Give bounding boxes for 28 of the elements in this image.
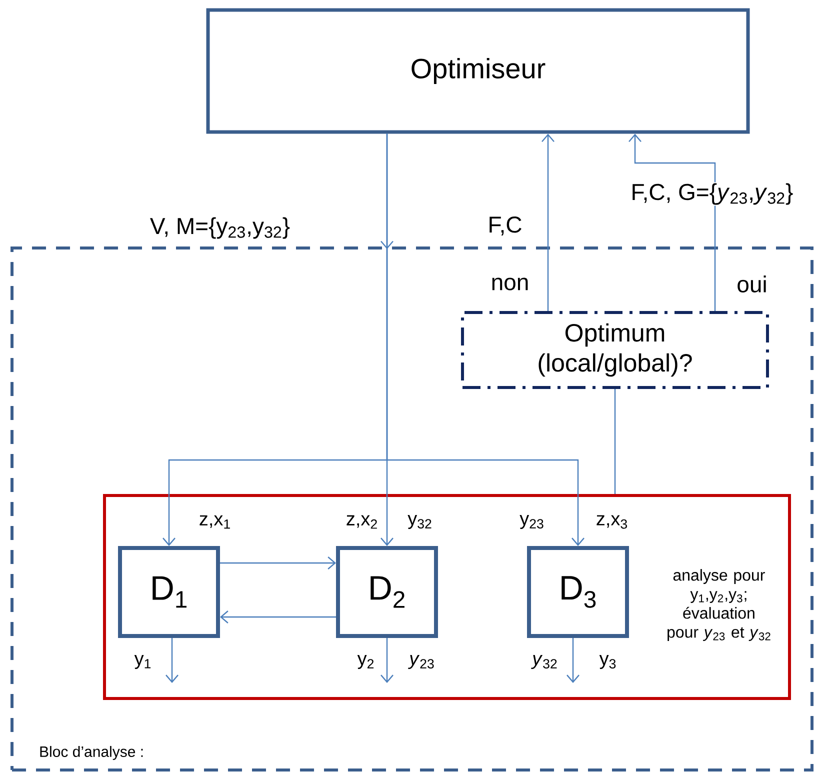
- annotation: y$_{2}$: [357, 655, 374, 669]
- arrow: [166, 638, 178, 683]
- edge-label: V, M={y$_{23}$,y$_{32}$}: [148, 216, 292, 240]
- arrow: [380, 638, 394, 683]
- edge-label: F,C, G={y$_{23}$,y$_{32}$}: [630, 182, 794, 206]
- annotation: z,x$_{2}$: [346, 515, 377, 529]
- annotation: y$_{23}$: [520, 515, 544, 529]
- arrow: [628, 134, 716, 311]
- optimizer-box: Optimiseur: [206, 8, 750, 134]
- edge-label: F,C: [486, 216, 524, 236]
- annotation: oui: [738, 276, 766, 292]
- annotation: y$_{32}$: [531, 655, 557, 669]
- arrow: [220, 556, 336, 570]
- annotation: y$_{1}$: [134, 655, 151, 669]
- annotation: z,x$_{3}$: [596, 515, 627, 529]
- annotation: y$_{32}$: [408, 515, 432, 529]
- discipline-box: D$_{2}$: [336, 546, 438, 638]
- arrow: [220, 610, 336, 624]
- arrow: [566, 638, 580, 683]
- arrow: [386, 134, 584, 546]
- annotation: z,x$_{1}$: [200, 515, 230, 529]
- annotation: non: [492, 278, 528, 290]
- annotation: y$_{3}$: [599, 655, 616, 669]
- discipline-box: D$_{1}$: [118, 546, 220, 638]
- discipline-box: D$_{3}$: [527, 546, 629, 638]
- decision-box: Optimum (local/global)?: [461, 311, 769, 389]
- annotation: y$_{23}$: [408, 655, 434, 669]
- arrow: [542, 134, 554, 311]
